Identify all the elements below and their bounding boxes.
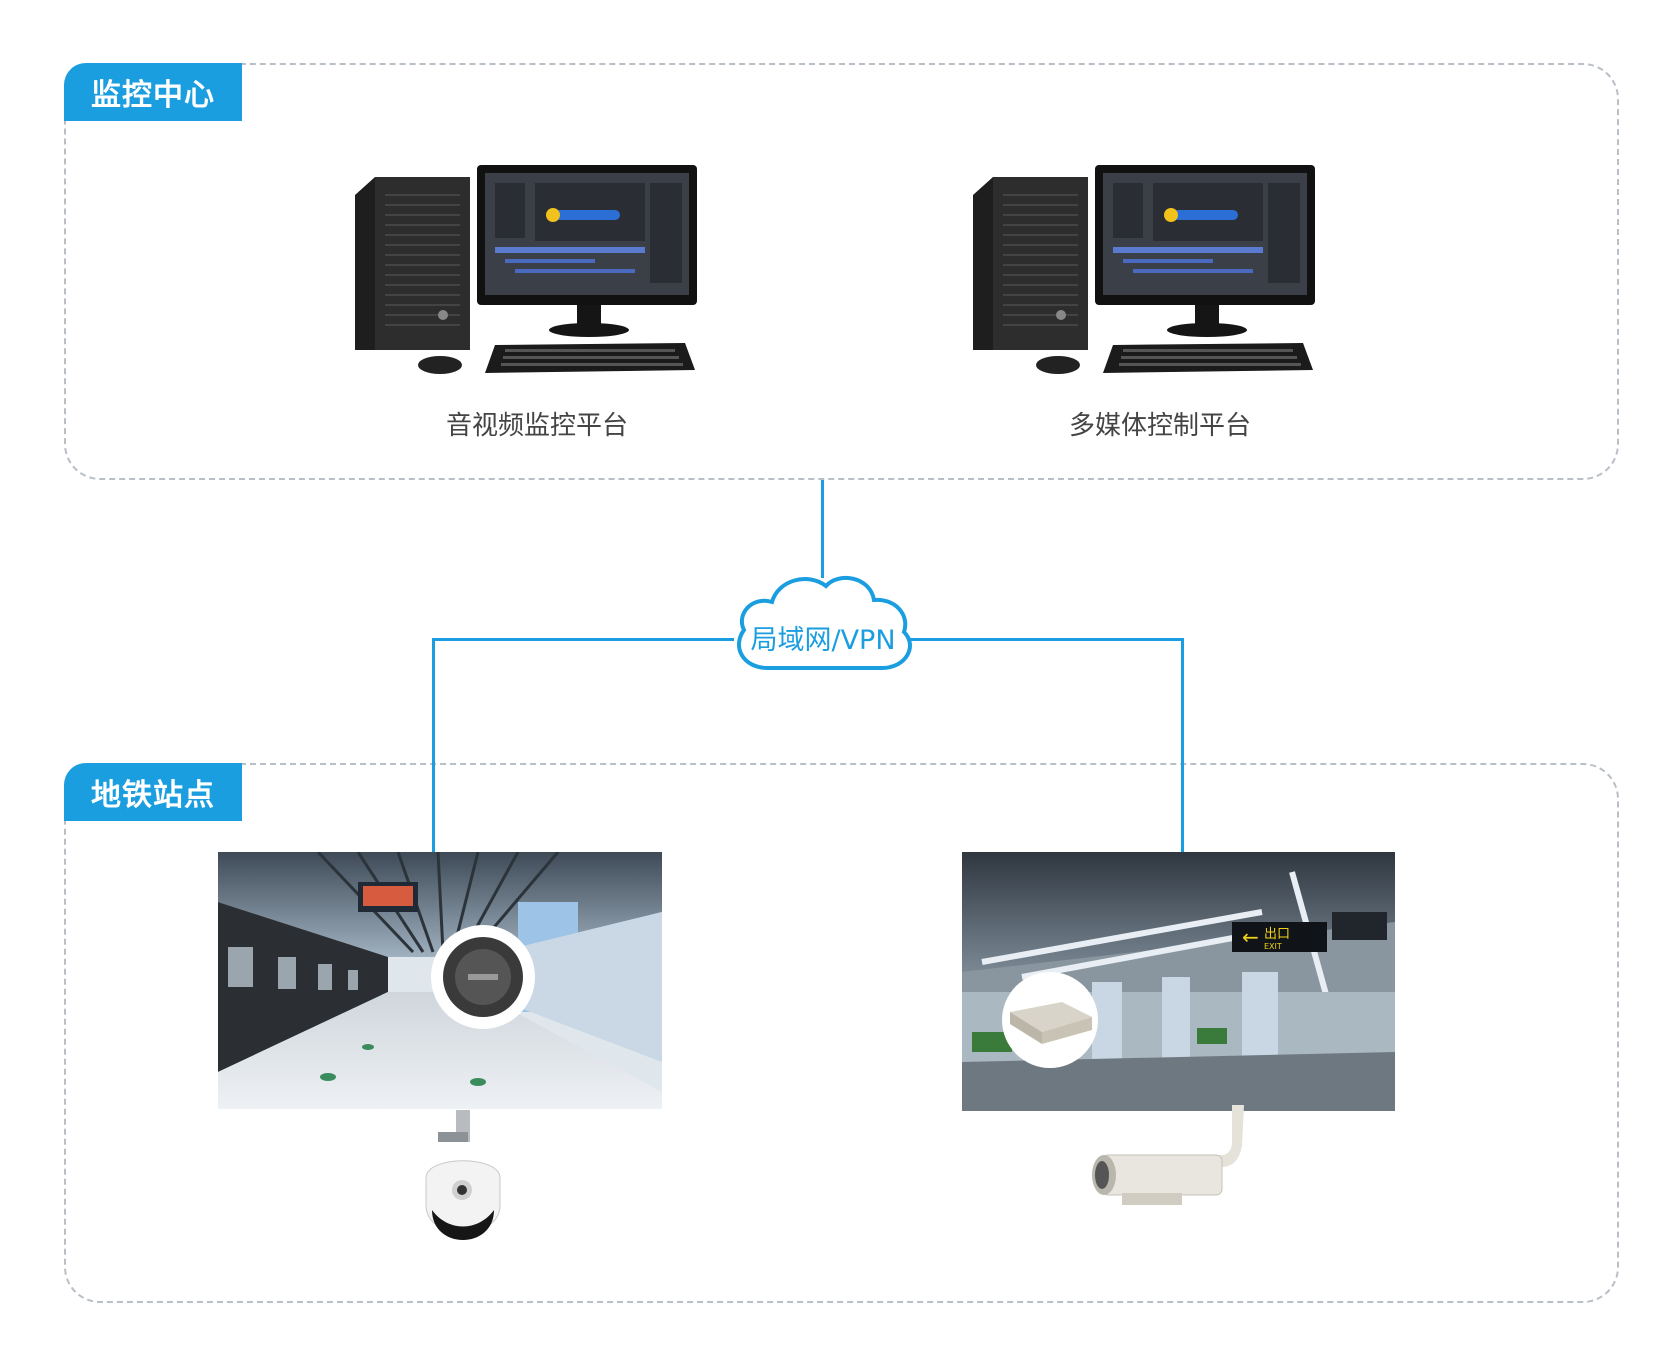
subway-hall-photo: ← 出口 EXIT — [962, 852, 1395, 1111]
monitoring-center-title: 监控中心 — [64, 63, 242, 121]
connector-network-to-right-station — [910, 638, 1184, 641]
platform-label-multimedia-control: 多媒体控制平台 — [1068, 411, 1251, 441]
monitoring-center-zone — [64, 63, 1619, 480]
desktop-computer-icon — [355, 165, 705, 380]
subway-station-zone — [64, 763, 1619, 1303]
network-label: 局域网/VPN — [750, 625, 896, 656]
exit-sign-text-en: EXIT — [1264, 942, 1282, 951]
connector-left-vertical — [432, 638, 435, 853]
connector-center-to-network — [821, 480, 824, 578]
cloud-icon — [728, 568, 918, 683]
bullet-camera-icon — [1082, 1105, 1252, 1225]
ptz-dome-camera-icon — [418, 1110, 508, 1255]
connector-right-vertical — [1181, 638, 1184, 853]
connector-network-to-left-station — [432, 638, 734, 641]
subway-station-title: 地铁站点 — [64, 763, 242, 821]
subway-platform-photo — [218, 852, 662, 1109]
exit-sign-text: 出口 — [1264, 927, 1290, 942]
desktop-computer-icon — [973, 165, 1323, 380]
svg-text:←: ← — [1242, 925, 1259, 949]
platform-label-av-monitoring: 音视频监控平台 — [445, 411, 628, 441]
